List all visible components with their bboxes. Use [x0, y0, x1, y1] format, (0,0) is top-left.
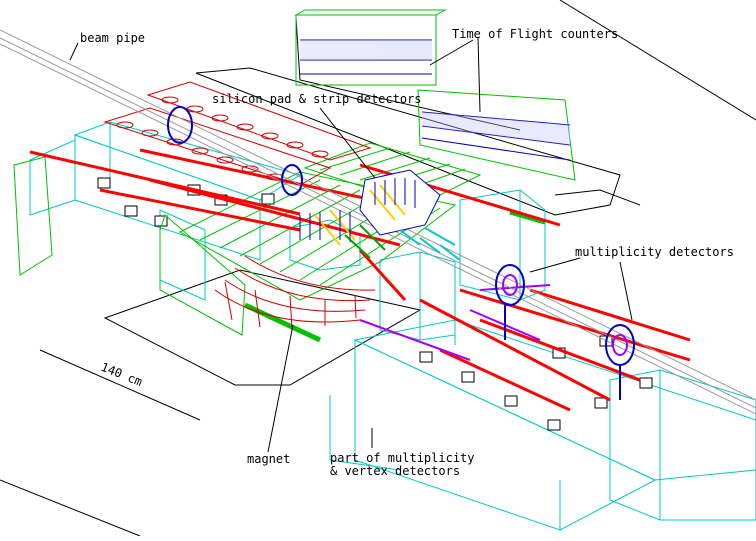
support-boxes [29, 121, 756, 531]
magnet-coil [214, 255, 376, 331]
label-part-line1: part of multiplicity [330, 451, 475, 465]
label-scale: 140 cm [99, 360, 144, 389]
silicon-cluster [299, 169, 461, 261]
multiplicity-posts [504, 305, 621, 400]
leader-lines [69, 37, 633, 453]
label-silicon: silicon pad & strip detectors [212, 92, 422, 106]
tof-counter-fill [300, 40, 570, 145]
label-multiplicity: multiplicity detectors [575, 245, 734, 259]
upper-arms [103, 81, 372, 186]
multiplicity-rings [167, 106, 635, 366]
label-beam-pipe: beam pipe [80, 31, 145, 45]
label-part-line2: & vertex detectors [330, 464, 460, 478]
magnet-frames [13, 9, 576, 336]
labels: beam pipe Time of Flight counters silico… [80, 27, 734, 478]
tof-counter-strips [300, 39, 571, 161]
label-magnet: magnet [247, 452, 290, 466]
label-tof: Time of Flight counters [452, 27, 618, 41]
